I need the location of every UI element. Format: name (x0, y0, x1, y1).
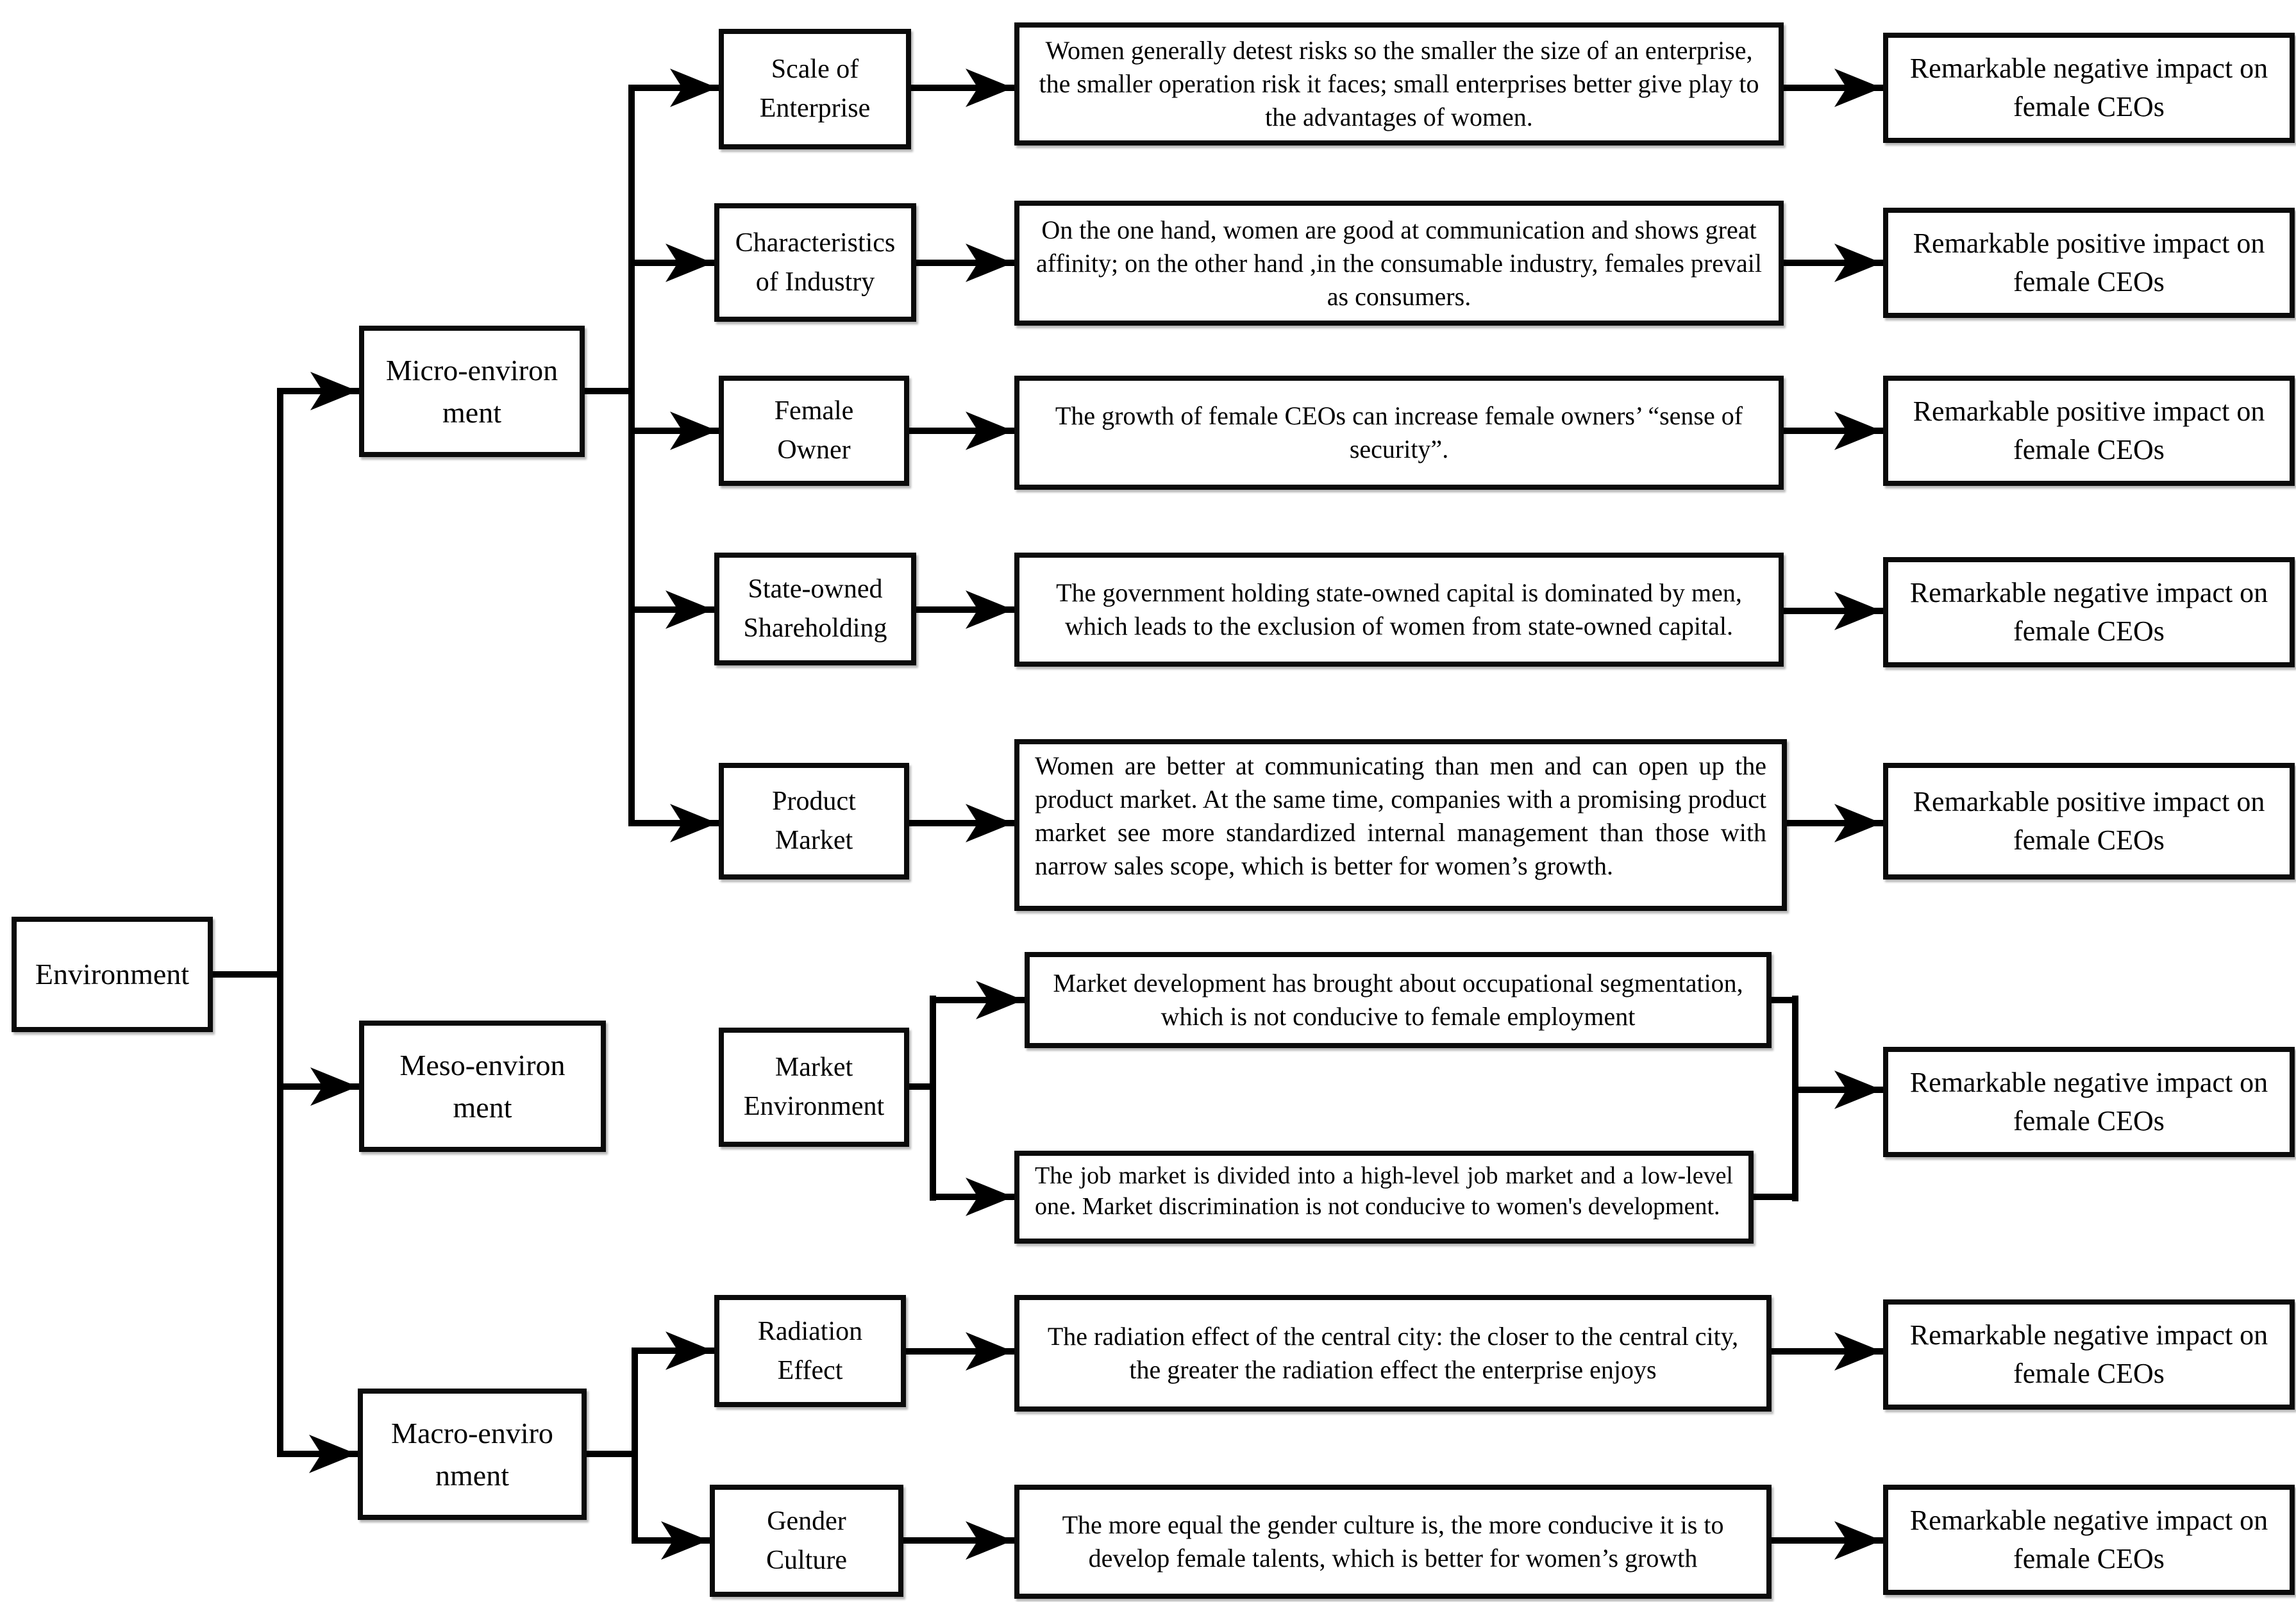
description-female-owner: The growth of female CEOs can increase f… (1014, 376, 1784, 490)
factor-box-market-environment: Market Environment (719, 1028, 909, 1147)
impact-state-owned-shareholding: Remarkable negative impact on female CEO… (1883, 557, 2295, 667)
factor-box-female-owner: Female Owner (719, 376, 909, 486)
factor-box-scale-of-enterprise: Scale of Enterprise (719, 29, 911, 149)
description-radiation-effect: The radiation effect of the central city… (1014, 1295, 1772, 1412)
environment-box: Environment (12, 917, 213, 1032)
factor-box-product-market: Product Market (719, 763, 909, 880)
factor-box-characteristics-industry: Characteristics of Industry (714, 203, 916, 322)
description-market-segmentation: Market development has brought about occ… (1025, 952, 1772, 1048)
impact-characteristics-industry: Remarkable positive impact on female CEO… (1883, 208, 2295, 318)
impact-scale-of-enterprise: Remarkable negative impact on female CEO… (1883, 33, 2295, 143)
meso-environment-box: Meso-environ ment (359, 1021, 606, 1152)
description-gender-culture: The more equal the gender culture is, th… (1014, 1485, 1772, 1599)
description-scale-of-enterprise: Women generally detest risks so the smal… (1014, 22, 1784, 146)
micro-environment-box: Micro-environ ment (359, 326, 585, 457)
impact-female-owner: Remarkable positive impact on female CEO… (1883, 376, 2295, 486)
macro-environment-box: Macro-enviro nment (358, 1389, 587, 1520)
impact-gender-culture: Remarkable negative impact on female CEO… (1883, 1485, 2295, 1595)
impact-product-market: Remarkable positive impact on female CEO… (1883, 763, 2295, 880)
description-job-market-division: The job market is divided into a high-le… (1014, 1151, 1754, 1244)
description-product-market: Women are better at communicating than m… (1014, 739, 1787, 911)
factor-box-gender-culture: Gender Culture (710, 1485, 903, 1597)
factor-box-state-owned-shareholding: State-owned Shareholding (714, 553, 916, 665)
impact-market-environment: Remarkable negative impact on female CEO… (1883, 1047, 2295, 1157)
impact-radiation-effect: Remarkable negative impact on female CEO… (1883, 1299, 2295, 1410)
description-state-owned-shareholding: The government holding state-owned capit… (1014, 553, 1784, 667)
description-characteristics-industry: On the one hand, women are good at commu… (1014, 201, 1784, 326)
factor-box-radiation-effect: Radiation Effect (714, 1295, 906, 1407)
